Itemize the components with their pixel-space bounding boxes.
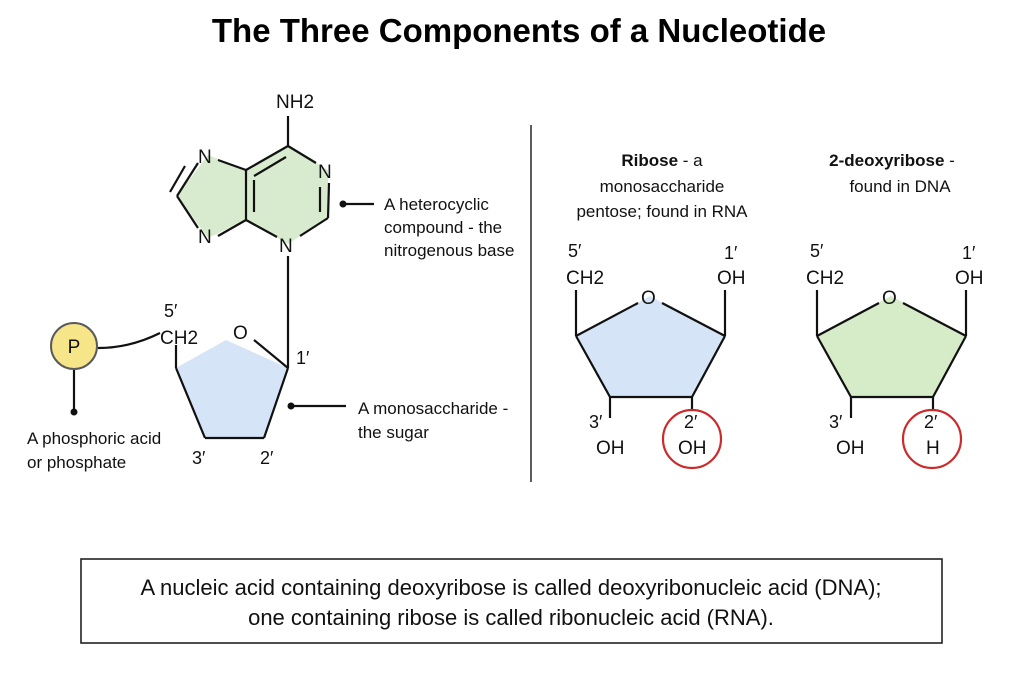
amino-group-label: NH2 xyxy=(276,92,314,113)
base-six-ring xyxy=(246,146,328,244)
page-title: The Three Components of a Nucleotide xyxy=(212,12,826,49)
sugar-ch2-label: CH2 xyxy=(160,328,198,349)
base-label-line-2: compound - the xyxy=(384,218,502,237)
ribose-ch2-label: CH2 xyxy=(566,268,604,289)
ribose-c2-group: OH xyxy=(678,438,707,459)
phosphate-label-line-1: A phosphoric acid xyxy=(27,429,161,448)
deoxyribose-heading-line-2: found in DNA xyxy=(849,177,951,196)
caption-box xyxy=(80,558,943,644)
ribose-c2-label: 2′ xyxy=(684,412,698,432)
deoxyribose-c1-label: 1′ xyxy=(962,243,976,263)
ribose-oxygen: O xyxy=(641,288,656,309)
deoxyribose-ch2-label: CH2 xyxy=(806,268,844,289)
ribose-c3-label: 3′ xyxy=(589,412,603,432)
base-atom-n1: N xyxy=(318,162,332,183)
deoxyribose-c2-group: H xyxy=(926,438,940,459)
ribose-structure: Ribose - a monosaccharide pentose; found… xyxy=(566,151,748,470)
deoxyribose-c1-oh: OH xyxy=(955,268,984,289)
ribose-c1-oh: OH xyxy=(717,268,746,289)
caption-line-2: one containing ribose is called ribonucl… xyxy=(248,605,774,630)
deoxyribose-c5-label: 5′ xyxy=(810,241,824,261)
deoxyribose-c2-label: 2′ xyxy=(924,412,938,432)
deoxyribose-c3-oh: OH xyxy=(836,438,865,459)
ribose-heading: Ribose - a xyxy=(621,151,703,170)
nucleotide-structure: NH2 N N N N A heterocyclic compound - th… xyxy=(27,92,514,472)
ribose-c3-oh: OH xyxy=(596,438,625,459)
base-label-line-3: nitrogenous base xyxy=(384,241,514,260)
base-atom-n7: N xyxy=(198,147,212,168)
ribose-heading-line-3: pentose; found in RNA xyxy=(576,202,748,221)
deoxyribose-c2-highlight xyxy=(901,408,963,470)
deoxyribose-c3-label: 3′ xyxy=(829,412,843,432)
base-atom-n3: N xyxy=(279,236,293,257)
ribose-c1-label: 1′ xyxy=(724,243,738,263)
sugar-c5-label: 5′ xyxy=(164,301,178,321)
sugar-ring-oxygen: O xyxy=(233,323,248,344)
ribose-c2-highlight xyxy=(661,408,723,470)
sugar-c3-label: 3′ xyxy=(192,448,206,468)
ribose-ring xyxy=(576,296,725,397)
phosphate-symbol: P xyxy=(68,337,81,358)
deoxyribose-oxygen: O xyxy=(882,288,897,309)
sugar-c2-label: 2′ xyxy=(260,448,274,468)
sugar-ring xyxy=(176,340,288,438)
deoxyribose-structure: 2-deoxyribose - found in DNA O 5′ CH2 1′… xyxy=(806,151,984,470)
ribose-c5-label: 5′ xyxy=(568,241,582,261)
base-five-ring xyxy=(177,155,246,238)
sugar-label-line-2: the sugar xyxy=(358,423,429,442)
deoxyribose-ring xyxy=(817,296,966,397)
base-label-line-1: A heterocyclic xyxy=(384,195,489,214)
caption-line-1: A nucleic acid containing deoxyribose is… xyxy=(140,575,881,600)
sugar-label-line-1: A monosaccharide - xyxy=(358,399,508,418)
sugar-c1-label: 1′ xyxy=(296,348,310,368)
deoxyribose-heading: 2-deoxyribose - xyxy=(829,151,955,170)
ribose-heading-line-2: monosaccharide xyxy=(600,177,725,196)
phosphate-circle xyxy=(50,322,98,370)
base-atom-n9: N xyxy=(198,227,212,248)
phosphate-label-line-2: or phosphate xyxy=(27,453,126,472)
